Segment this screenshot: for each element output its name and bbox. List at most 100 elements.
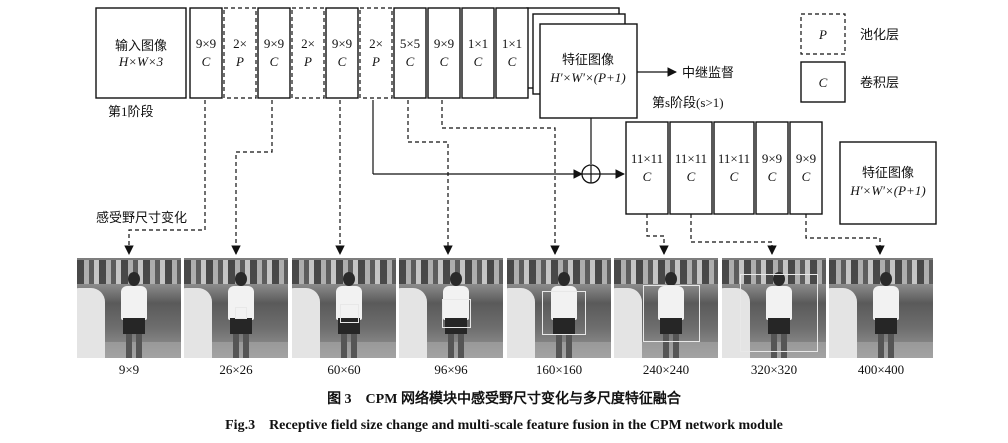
- receptive-field-box: [643, 285, 700, 342]
- photo-6: [722, 258, 826, 358]
- legend-conv-label: 卷积层: [860, 75, 899, 90]
- stageS-layer-4-type: C: [802, 169, 811, 184]
- stageS-feature-dims: H′×W′×(P+1): [849, 183, 925, 198]
- connector-320: [690, 214, 777, 255]
- connector-400: [805, 214, 885, 255]
- receptive-field-box: [235, 307, 247, 319]
- stage1-feature-box: 特征图像 H′×W′×(P+1): [539, 23, 638, 119]
- stageS-layer-0-size: 11×11: [631, 151, 663, 166]
- stage1-layer-9-type: C: [508, 54, 517, 69]
- photo-2-label: 60×60: [327, 362, 361, 377]
- stage1-layer-3-type: P: [303, 54, 312, 69]
- legend-pool-box: [800, 13, 846, 55]
- stage1-layer-4-type: C: [338, 54, 347, 69]
- legend-pool-symbol: P: [818, 27, 827, 42]
- stageS-layer-0-type: C: [643, 169, 652, 184]
- stage1-layer-1-type: P: [235, 54, 244, 69]
- photo-1: [184, 258, 288, 358]
- receptive-label: 感受野尺寸变化: [96, 210, 187, 225]
- stage1-layer-5-type: P: [371, 54, 380, 69]
- stageS-layers: 11×11C 11×11C 11×11C 9×9C 9×9C: [625, 121, 823, 215]
- stage1-layer-0-box: [189, 7, 223, 99]
- connector-96: [407, 100, 453, 255]
- stageS-layer-1-size: 11×11: [675, 151, 707, 166]
- stage1-layer-5-box: [359, 7, 393, 99]
- stage1-layer-0-type: C: [202, 54, 211, 69]
- receptive-field-box: [340, 304, 359, 323]
- stageS-feature-box: 特征图像 H′×W′×(P+1): [839, 141, 937, 225]
- stage1-layer-3-size: 2×: [301, 36, 315, 51]
- connector-26: [231, 100, 273, 255]
- stage1-layer-7-size: 9×9: [434, 36, 454, 51]
- stage1-layer-2-size: 9×9: [264, 36, 284, 51]
- photo-4: [507, 258, 611, 358]
- stage1-layer-1-box: [223, 7, 257, 99]
- stage1-layer-8-type: C: [474, 54, 483, 69]
- stage1-layer-2-type: C: [270, 54, 279, 69]
- stage1-layer-9-size: 1×1: [502, 36, 522, 51]
- stageS-layer-1-box: [669, 121, 713, 215]
- photo-3-label: 96×96: [434, 362, 468, 377]
- stage1-layer-4-box: [325, 7, 359, 99]
- stage1-layer-6-type: C: [406, 54, 415, 69]
- photo-1-label: 26×26: [219, 362, 253, 377]
- photo-2: [292, 258, 396, 358]
- caption-cn: 图 3 CPM 网络模块中感受野尺寸变化与多尺度特征融合: [327, 392, 681, 407]
- photo-0: [77, 258, 181, 358]
- receptive-field-box: [740, 274, 818, 352]
- connector-160: [441, 100, 560, 255]
- stage1-layer-5-size: 2×: [369, 36, 383, 51]
- receptive-field-box: [442, 299, 471, 328]
- stage1-feature-dims: H′×W′×(P+1): [549, 70, 625, 85]
- stageS-layer-3-size: 9×9: [762, 151, 782, 166]
- input-dims: H×W×3: [118, 54, 164, 69]
- caption-en: Fig.3 Receptive field size change and mu…: [225, 418, 783, 433]
- stage1-layer-0-size: 9×9: [196, 36, 216, 51]
- receptive-connectors: [124, 100, 885, 255]
- stage1-layer-3-box: [291, 7, 325, 99]
- stageS-layer-4-box: [789, 121, 823, 215]
- stageS-layer-4-size: 9×9: [796, 151, 816, 166]
- photo-5: [614, 258, 718, 358]
- photo-7-label: 400×400: [857, 362, 905, 377]
- stageS-layer-2-box: [713, 121, 755, 215]
- stageS-layer-0-box: [625, 121, 669, 215]
- stage1-layer-8-box: [461, 7, 495, 99]
- legend-conv-box: [800, 61, 846, 103]
- stage1-layer-7-box: [427, 7, 461, 99]
- receptive-field-box: [542, 291, 586, 335]
- photo-3: [399, 258, 503, 358]
- stageS-layer-3-type: C: [768, 169, 777, 184]
- legend: P 池化层 C 卷积层: [800, 13, 899, 103]
- legend-conv-symbol: C: [819, 75, 828, 90]
- stageS-label: 第s阶段(s>1): [652, 95, 724, 110]
- input-title: 输入图像: [115, 38, 167, 53]
- stageS-feature-title: 特征图像: [862, 165, 914, 180]
- stage1-feature-title: 特征图像: [562, 52, 614, 67]
- photo-4-label: 160×160: [535, 362, 583, 377]
- relay-label: 中继监督: [682, 65, 734, 80]
- stage1-layer-1-size: 2×: [233, 36, 247, 51]
- stage1-layer-7-type: C: [440, 54, 449, 69]
- stageS-layer-2-type: C: [730, 169, 739, 184]
- stageS-layer-3-box: [755, 121, 789, 215]
- stage1-layer-6-size: 5×5: [400, 36, 420, 51]
- connector-9: [124, 100, 206, 255]
- stage1-layer-9-box: [495, 7, 529, 99]
- legend-pool-label: 池化层: [860, 27, 899, 42]
- connector-240: [646, 214, 669, 255]
- stage1-layers: 9×9C 2× P 9×9C 2× P 9×9C 2× P 5×5C 9×9C 1×1C 1×1C: [189, 7, 529, 99]
- photo-6-label: 320×320: [750, 362, 798, 377]
- photo-5-label: 240×240: [642, 362, 690, 377]
- stage1-layer-4-size: 9×9: [332, 36, 352, 51]
- stageS-layer-1-type: C: [687, 169, 696, 184]
- stageS-layer-2-size: 11×11: [718, 151, 750, 166]
- input-image-box: 输入图像 H×W×3: [95, 7, 187, 99]
- stage1-label: 第1阶段: [108, 104, 154, 119]
- photo-7: [829, 258, 933, 358]
- photo-0-label: 9×9: [118, 362, 140, 377]
- stage1-layer-8-size: 1×1: [468, 36, 488, 51]
- stage1-layer-2-box: [257, 7, 291, 99]
- stage1-layer-6-box: [393, 7, 427, 99]
